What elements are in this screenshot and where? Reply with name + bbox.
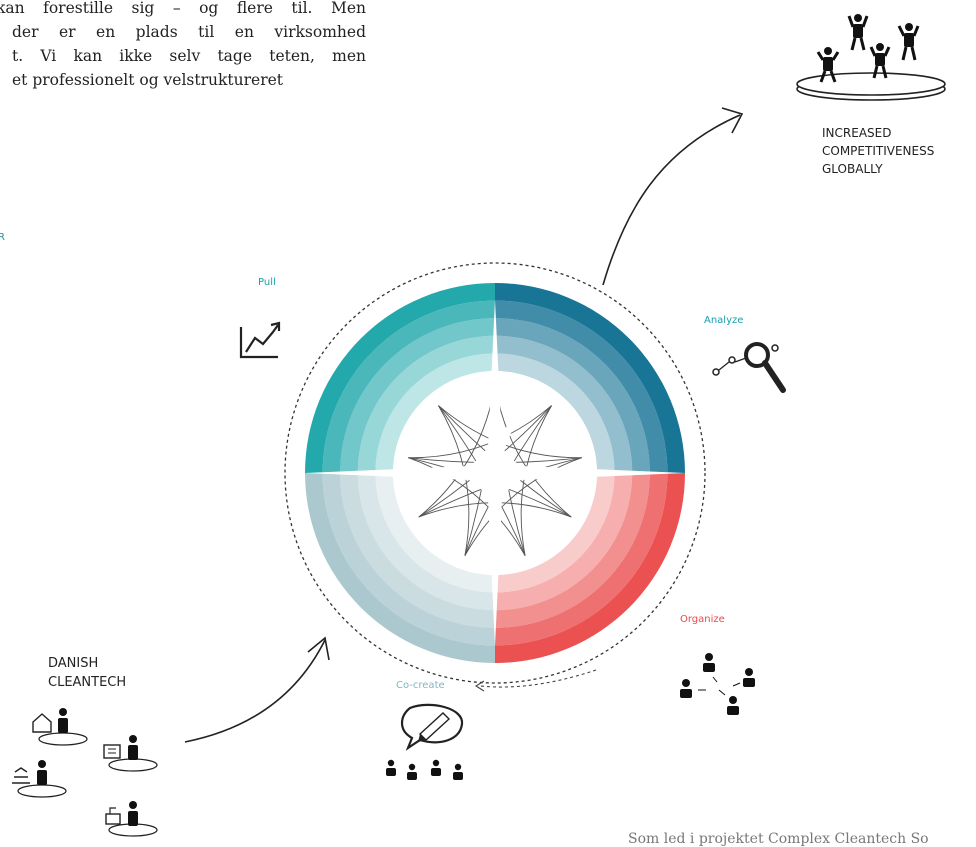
arrow-head-global	[721, 107, 744, 134]
ring-band	[305, 473, 495, 663]
ring-band	[495, 353, 615, 473]
ring-band	[495, 473, 668, 646]
network-curve	[408, 405, 552, 459]
people-organize-icon	[680, 653, 755, 715]
quadrant-pull	[305, 283, 495, 473]
speech-bubble-pencil-icon	[400, 703, 464, 751]
quadrant-analyze	[495, 283, 685, 473]
outcome-line-1: INCREASED	[822, 126, 891, 140]
intro-line: der er en plads til en virksomhed	[12, 23, 366, 41]
ring-band	[495, 318, 650, 473]
ring-band	[495, 473, 650, 628]
label-cocreate: Co-create	[396, 680, 445, 691]
ring-band	[495, 473, 615, 593]
ring-band	[322, 300, 495, 473]
magnifier-network-icon	[712, 342, 786, 393]
network-curve	[464, 457, 582, 556]
network-curve	[408, 457, 526, 556]
intro-line: et professionelt og velstruktureret	[12, 71, 284, 89]
dashed-arrow-head	[474, 680, 485, 692]
label-organize: Organize	[680, 614, 725, 625]
dashed-arrow-cocreate	[479, 669, 597, 688]
dashed-orbit-circle	[284, 262, 706, 684]
spike	[495, 396, 526, 473]
intro-line: kan forestille sig – og flere til. Men	[0, 0, 366, 17]
ring-band	[322, 473, 495, 646]
ring-band	[340, 473, 495, 628]
ring-band	[495, 473, 633, 611]
chart-trend-icon	[239, 321, 281, 359]
quadrant-organize	[495, 473, 685, 663]
arrow-to-global	[602, 114, 741, 286]
outcome-line-3: GLOBALLY	[822, 162, 883, 176]
outcome-line-2: COMPETITIVENESS	[822, 144, 934, 158]
ring-band	[495, 300, 668, 473]
people-group-icon	[386, 759, 463, 780]
arrow-head-origin	[307, 636, 330, 661]
ring-band	[357, 473, 495, 611]
ring-band	[357, 335, 495, 473]
label-pull: Pull	[258, 277, 276, 288]
ring-band	[375, 473, 495, 593]
ring-band	[495, 473, 685, 663]
footer-caption: Som led i projektet Complex Cleantech So	[628, 831, 929, 847]
arrow-from-origin	[184, 639, 326, 743]
label-analyze: Analyze	[704, 315, 743, 326]
origin-line-2: CLEANTECH	[48, 675, 126, 690]
ring-band	[495, 283, 685, 473]
origin-line-1: DANISH	[48, 656, 98, 671]
cleantech-companies-icon	[12, 708, 158, 837]
intro-line: t. Vi kan ikke selv tage teten, men	[12, 47, 366, 65]
side-letter: R	[0, 232, 5, 243]
ring-band	[375, 353, 495, 473]
intro-paragraph: kan forestille sig – og flere til. Men d…	[0, 0, 366, 92]
ring-band	[305, 283, 495, 473]
ring-band	[340, 318, 495, 473]
quadrant-cocreate	[305, 473, 495, 663]
ring-band	[495, 335, 633, 473]
winners-podium-icon	[796, 14, 946, 101]
